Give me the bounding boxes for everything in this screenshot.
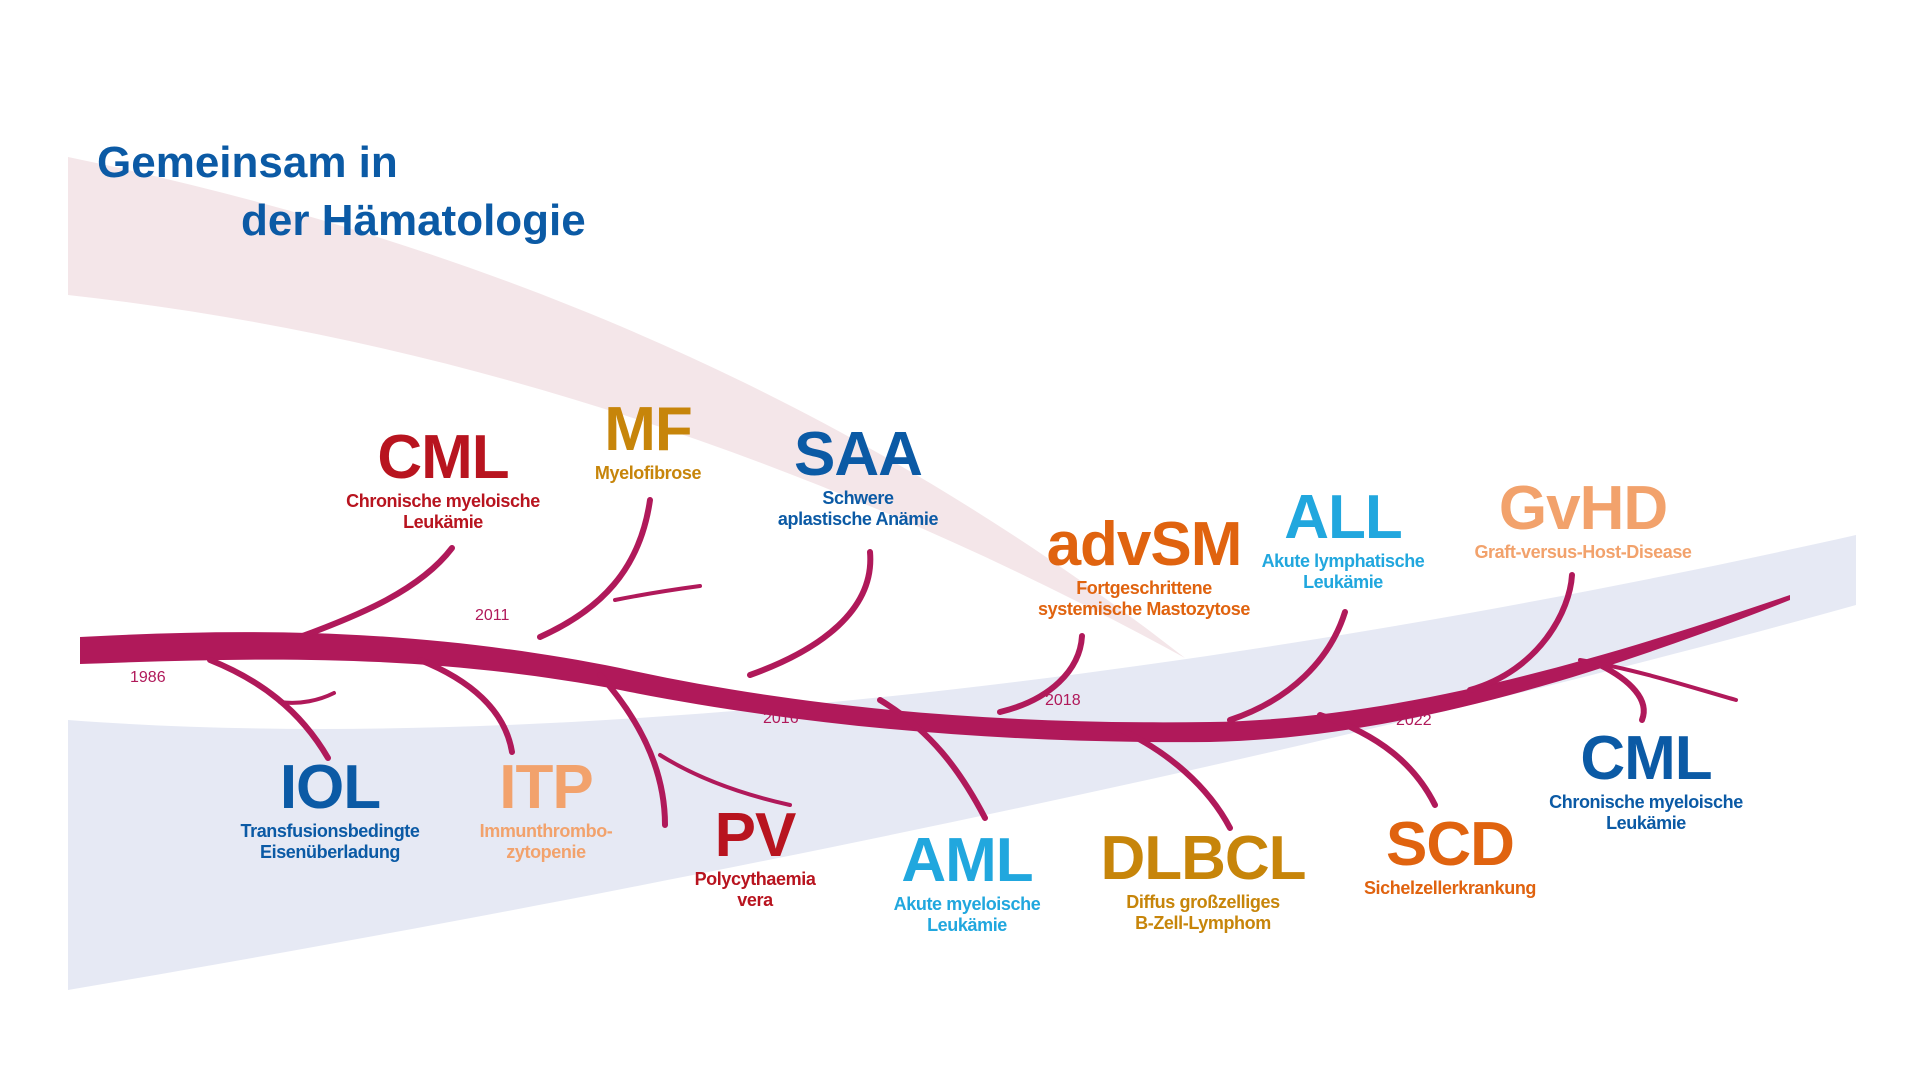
node-abbr: ALL [1284,483,1403,552]
branch-dlbcl [1107,722,1233,831]
node-desc-line: Chronische myeloische [1549,792,1743,812]
node-desc-line: Leukämie [927,915,1007,935]
year-label: 2011 [475,607,510,624]
node-abbr: SAA [794,420,923,489]
branch-cml-bottom [1597,662,1647,723]
node-desc-line: Akute lymphatische [1261,551,1425,571]
branch-iol-twig [278,691,336,705]
timeline-branches [207,497,1738,831]
node-desc-line: Akute myeloische [893,894,1041,914]
node-abbr: SCD [1386,810,1515,879]
branch-mf [537,497,653,640]
branch-gvhd [1467,572,1575,693]
node-desc-line: Schwere [822,488,894,508]
node-desc-line: B-Zell-Lymphom [1135,913,1271,933]
branch-aml [877,697,988,821]
node-desc-line: Leukämie [1303,572,1383,592]
year-label: 2022 [1396,712,1432,729]
node-gvhd: GvHD Graft-versus-Host-Disease [1403,476,1763,563]
node-abbr: advSM [1046,510,1243,579]
node-desc-line: zytopenie [506,842,586,862]
node-abbr: IOL [279,753,381,822]
node-desc-line: Fortgeschrittene [1076,578,1212,598]
title-line-2: der Hämatologie [241,196,586,245]
node-desc-line: Diffus großzelliges [1126,892,1280,912]
branch-pv-twig [658,753,792,807]
node-itp: ITP Immunthrombo- zytopenie [366,755,726,863]
node-abbr: CML [377,423,509,492]
node-all: ALL Akute lymphatische Leukämie [1163,485,1523,593]
node-abbr: MF [604,395,693,464]
branch-mf-twig [613,584,702,602]
node-cml-bottom: CML Chronische myeloische Leukämie [1466,726,1826,834]
node-desc-line: Leukämie [403,512,483,532]
node-cml-top: CML Chronische myeloische Leukämie [263,425,623,533]
node-desc-line: Myelofibrose [594,463,702,483]
branch-cml-top [297,545,455,640]
node-desc-line: Transfusionsbedingte [240,821,420,841]
title-line-1: Gemeinsam in [97,138,398,187]
branch-all [1227,609,1348,723]
node-saa: SAA Schwere aplastische Anämie [678,422,1038,530]
node-advsm: advSM Fortgeschrittene systemische Masto… [964,512,1324,620]
year-label: 2016 [763,710,799,727]
node-abbr: DLBCL [1100,824,1306,893]
node-abbr: GvHD [1498,474,1668,543]
branch-iol [207,657,331,761]
node-dlbcl: DLBCL Diffus großzelliges B-Zell-Lymphom [1023,826,1383,934]
node-desc-line: Polycythaemia [694,869,816,889]
branch-scd [1317,712,1438,808]
node-pv: PV Polycythaemia vera [575,803,935,911]
node-desc-line: Sichelzellerkrankung [1363,878,1537,898]
node-desc-line: Graft-versus-Host-Disease [1474,542,1692,562]
node-desc-line: vera [737,890,773,910]
node-desc-line: systemische Mastozytose [1038,599,1250,619]
node-abbr: CML [1580,724,1712,793]
branch-saa [747,549,874,678]
pink-background-band [68,157,1185,658]
node-iol: IOL Transfusionsbedingte Eisenüberladung [150,755,510,863]
branch-advsm [997,633,1085,715]
node-desc-line: Chronische myeloische [346,491,540,511]
node-desc-line: Leukämie [1606,813,1686,833]
node-abbr: ITP [499,753,593,822]
year-label: 1986 [130,669,166,686]
node-desc-line: aplastische Anämie [777,509,939,529]
node-desc-line: Immunthrombo- [479,821,613,841]
node-scd: SCD Sichelzellerkrankung [1270,812,1630,899]
node-desc-line: Eisenüberladung [259,842,401,862]
node-mf: MF Myelofibrose [468,397,828,484]
node-abbr: PV [714,801,797,870]
page-title: Gemeinsam in der Hämatologie [97,134,586,250]
node-aml: AML Akute myeloische Leukämie [787,828,1147,936]
branch-itp [417,657,515,755]
node-abbr: AML [901,826,1033,895]
branch-pv [597,672,668,828]
year-label: 2018 [1045,692,1081,709]
blue-background-band [68,535,1856,990]
